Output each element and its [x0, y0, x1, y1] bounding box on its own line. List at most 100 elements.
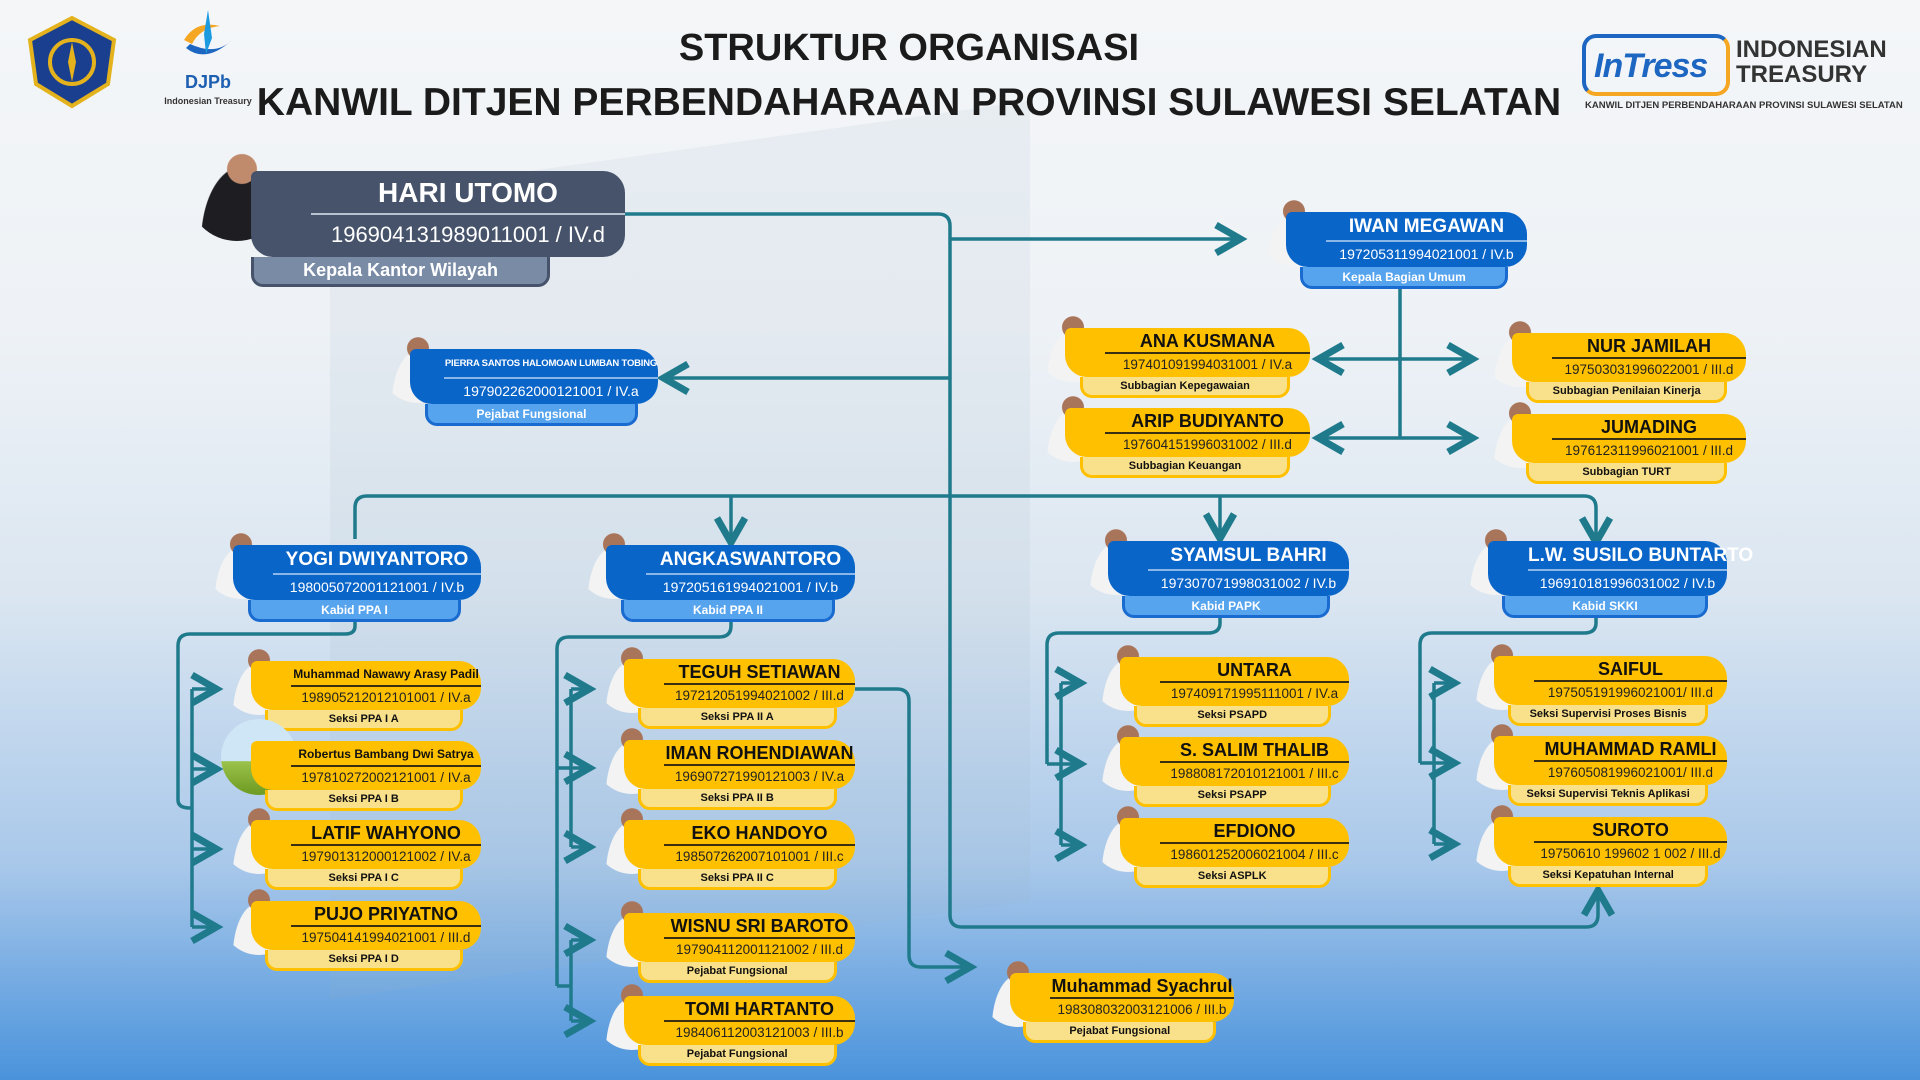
person-name: PUJO PRIYATNO: [313, 904, 459, 924]
divider: [1160, 842, 1349, 844]
person-nip: 197810272002121001 / IV.a: [301, 770, 471, 785]
person-nip: 196904131989011001 / IV.d: [330, 222, 606, 247]
person-name: Muhammad Nawawy Arasy Padil: [293, 667, 479, 681]
person-position: Kabid PPA II: [620, 600, 836, 622]
divider: [1105, 352, 1310, 354]
person-name: ANA KUSMANA: [1139, 331, 1276, 351]
page-title: STRUKTUR ORGANISASI: [678, 27, 1140, 69]
person-name: ARIP BUDIYANTO: [1131, 411, 1284, 431]
person-position: Seksi PPA I D: [264, 950, 463, 971]
person-position: Pejabat Fungsional: [637, 1045, 837, 1066]
person-header: Robertus Bambang Dwi Satrya 1978102720021…: [251, 741, 481, 790]
person-position: Seksi PPA II B: [637, 789, 837, 810]
person-position: Kabid PPA I: [247, 600, 462, 622]
divider: [1160, 761, 1349, 763]
person-position: Seksi PPA I B: [264, 790, 463, 811]
person-nip: 197504141994021001 / III.d: [301, 930, 471, 945]
person-position: Kepala Kantor Wilayah: [251, 257, 551, 287]
divider: [646, 573, 855, 575]
person-card-robertus[interactable]: Robertus Bambang Dwi Satrya 1978102720021…: [221, 719, 481, 811]
divider: [273, 573, 481, 575]
person-name: NUR JAMILAH: [1587, 336, 1711, 356]
divider: [1050, 997, 1234, 999]
person-position: Subbagian Keuangan: [1079, 457, 1291, 478]
divider: [1552, 438, 1746, 440]
person-position: Kepala Bagian Umum: [1300, 267, 1508, 289]
divider: [311, 213, 625, 215]
person-nip: 197605081996021001/ III.d: [1547, 765, 1714, 780]
divider: [664, 764, 855, 766]
divider: [1552, 357, 1746, 359]
person-name: EFDIONO: [1213, 821, 1296, 841]
intress-subtitle: KANWIL DITJEN PERBENDAHARAAN PROVINSI SU…: [1585, 100, 1903, 111]
person-nip: 197307071998031002 / IV.b: [1160, 575, 1337, 591]
person-name: TEGUH SETIAWAN: [678, 662, 841, 682]
person-position: Seksi PPA I C: [264, 869, 463, 890]
intress-logo: InTress: [1582, 34, 1730, 96]
person-name: ANGKASWANTORO: [659, 549, 842, 570]
person-position: Seksi ASPLK: [1133, 867, 1331, 888]
divider: [1148, 569, 1349, 571]
djpb-subtext: Indonesian Treasury: [164, 96, 252, 106]
person-position: Seksi Kepatuhan Internal: [1507, 866, 1709, 887]
person-position: Seksi Supervisi Proses Bisnis: [1507, 705, 1709, 726]
person-nip: 19750610 199602 1 002 / III.d: [1540, 846, 1721, 861]
person-name: IMAN ROHENDIAWAN: [665, 743, 854, 763]
connector-head-trunk: [625, 212, 1598, 929]
intress-logo-text: InTress: [1594, 47, 1708, 85]
divider: [664, 683, 855, 685]
divider: [444, 377, 658, 379]
person-name: YOGI DWIYANTORO: [285, 549, 469, 570]
connector-bus: [353, 494, 1596, 539]
person-position: Seksi PPA II A: [637, 708, 837, 729]
person-nip: 197901312000121002 / IV.a: [301, 849, 471, 864]
person-name: IWAN MEGAWAN: [1348, 216, 1505, 237]
person-name: SYAMSUL BAHRI: [1170, 545, 1327, 566]
person-nip: 197612311996021001 / III.d: [1565, 443, 1733, 458]
divider: [1534, 841, 1727, 843]
connector-ppa1: [176, 621, 357, 927]
person-nip: 197505191996021001/ III.d: [1547, 685, 1714, 700]
person-name: Robertus Bambang Dwi Satrya: [298, 747, 474, 761]
person-nip: 197409171995111001 / IV.a: [1170, 686, 1339, 701]
person-name: MUHAMMAD RAMLI: [1544, 739, 1717, 759]
person-position: Seksi PSAPP: [1133, 786, 1331, 807]
person-name: Muhammad Syachrul: [1051, 976, 1233, 996]
